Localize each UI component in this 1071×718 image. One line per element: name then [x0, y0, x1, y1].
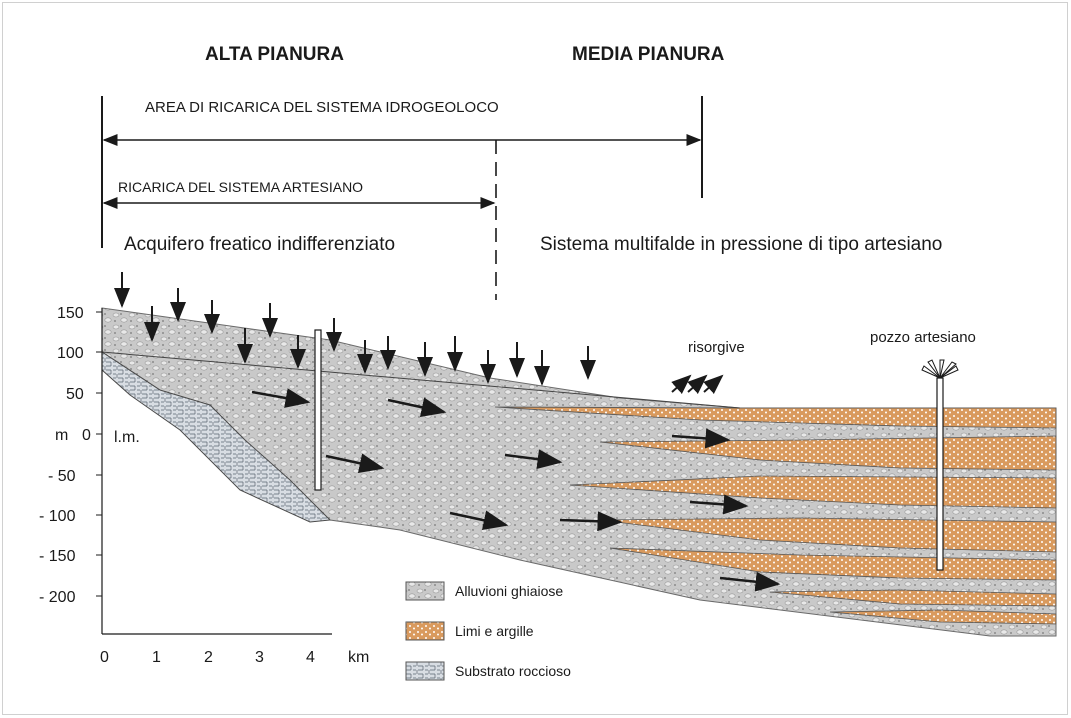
header-media-pianura: MEDIA PIANURA	[572, 44, 725, 65]
clay-lens-6	[769, 589, 1057, 607]
x-tick-0: 0	[100, 649, 109, 666]
clay-lens-7	[829, 609, 1057, 625]
y-tick-50: 50	[66, 386, 84, 403]
legend: Alluvioni ghiaiose Limi e argille Substr…	[405, 581, 571, 681]
recharge-arrows	[114, 272, 596, 386]
well-artesian	[936, 377, 944, 571]
recharge-area-label: AREA DI RICARICA DEL SISTEMA IDROGEOLOCO	[145, 99, 499, 116]
clay-lens-3	[569, 475, 1057, 509]
legend-label-rock: Substrato roccioso	[455, 663, 571, 679]
legend-label-gravel: Alluvioni ghiaiose	[455, 583, 563, 599]
y-tick-minus-150: - 150	[39, 548, 76, 565]
y-tick-minus-100: - 100	[39, 508, 76, 525]
sea-level-label: l.m.	[114, 429, 140, 446]
artesian-recharge-label: RICARICA DEL SISTEMA ARTESIANO	[118, 179, 363, 195]
x-axis-unit: km	[348, 649, 369, 666]
x-tick-4: 4	[306, 649, 315, 666]
ground-surface-line	[101, 351, 741, 409]
y-tick-0: 0	[82, 427, 91, 444]
rock-substrate	[101, 351, 332, 523]
x-tick-3: 3	[255, 649, 264, 666]
well-upper	[314, 329, 322, 491]
x-tick-2: 2	[204, 649, 213, 666]
header-alta-pianura: ALTA PIANURA	[205, 44, 344, 65]
phreatic-aquifer-label: Acquifero freatico indifferenziato	[124, 234, 395, 255]
y-axis-unit: m	[55, 427, 68, 444]
x-tick-1: 1	[152, 649, 161, 666]
multiaquifer-system-label: Sistema multifalde in pressione di tipo …	[540, 234, 942, 255]
y-axis-ticks	[96, 311, 102, 597]
y-tick-minus-50: - 50	[48, 468, 76, 485]
artesian-flow-icon	[921, 359, 959, 379]
y-tick-150: 150	[57, 305, 84, 322]
legend-label-clay: Limi e argille	[455, 623, 534, 639]
legend-swatch-gravel	[405, 581, 445, 601]
legend-swatch-rock	[405, 661, 445, 681]
risorgive-arrows	[671, 374, 724, 394]
risorgive-label: risorgive	[688, 339, 745, 356]
legend-swatch-clay	[405, 621, 445, 641]
groundwater-flow-arrows	[251, 388, 781, 592]
y-tick-minus-200: - 200	[39, 589, 76, 606]
y-tick-100: 100	[57, 345, 84, 362]
artesian-well-label: pozzo artesiano	[870, 329, 976, 346]
